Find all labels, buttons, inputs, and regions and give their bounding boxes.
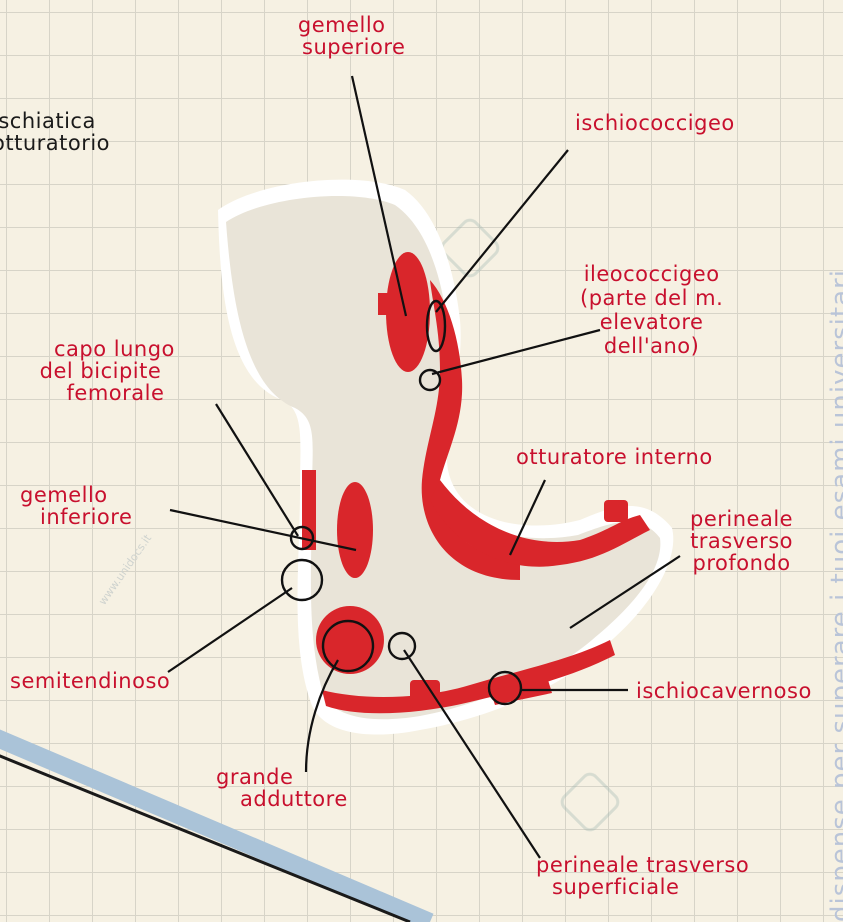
- label-ischiococcigeo: ischiococcigeo: [575, 112, 735, 134]
- watermark-side-text: dispense per superare i tuoi esami unive…: [826, 269, 843, 922]
- label-grande-adduttore: grande adduttore: [216, 766, 348, 810]
- label-ischiatica: ischiatica otturatorio: [0, 110, 110, 154]
- label-capo-lungo: capo lungo del bicipite femorale: [26, 338, 175, 404]
- label-gemello-inferiore: gemello inferiore: [20, 484, 132, 528]
- label-perineale-trasverso-superficiale: perineale trasverso superficiale: [536, 854, 749, 898]
- label-perineale-trasverso-profondo: perineale trasverso profondo: [690, 508, 793, 574]
- blue-ruled-line: [0, 735, 430, 922]
- label-otturatore-interno: otturatore interno: [516, 446, 713, 468]
- label-gemello-superiore: gemello superiore: [278, 14, 405, 58]
- label-ischiocavernoso: ischiocavernoso: [636, 680, 812, 702]
- label-ileococcigeo: ileococcigeo (parte del m. elevatore del…: [580, 262, 723, 358]
- label-semitendinoso: semitendinoso: [10, 670, 170, 692]
